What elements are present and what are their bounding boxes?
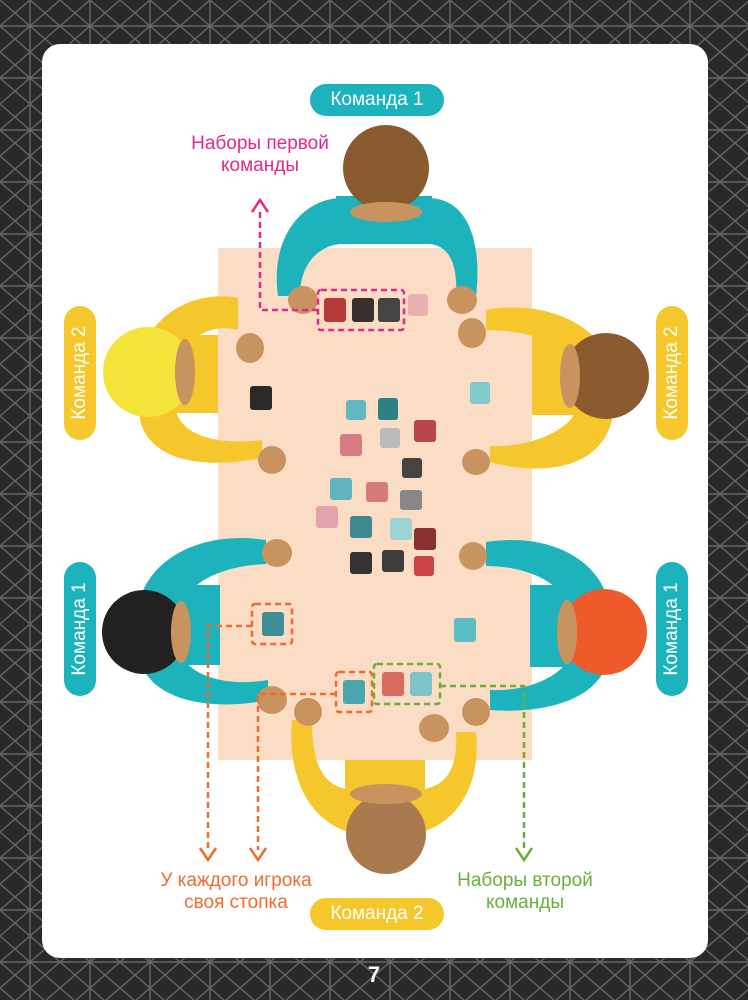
- own-stack-line1: У каждого игрока: [160, 870, 312, 891]
- first-team-sets-line2: команды: [221, 154, 299, 176]
- player-left-upper-team2: [103, 296, 286, 474]
- team1-right-badge: Команда 1: [656, 562, 688, 696]
- second-team-sets-line2: команды: [486, 891, 564, 913]
- player-right-lower-team1: [459, 539, 647, 726]
- team1-top-badge: Команда 1: [310, 84, 444, 116]
- orange-arrowhead-left: [198, 847, 218, 863]
- team2-bottom-label: Команда 2: [330, 903, 424, 924]
- second-team-sets-label: Наборы второй команды: [440, 870, 610, 914]
- own-stack-label: У каждого игрока своя стопка: [138, 870, 334, 914]
- first-team-sets-label: Наборы первой команды: [170, 133, 350, 177]
- team2-right-badge: Команда 2: [656, 306, 688, 440]
- first-team-sets-callout: [258, 210, 406, 332]
- page-number: 7: [367, 962, 381, 987]
- team2-right-label: Команда 2: [661, 326, 682, 420]
- table-cards: [250, 294, 490, 704]
- own-stack-callout: [206, 602, 374, 850]
- own-stack-line2: своя стопка: [184, 891, 288, 913]
- magenta-arrowhead: [250, 197, 270, 213]
- team2-bottom-badge: Команда 2: [310, 898, 444, 930]
- green-arrowhead: [514, 847, 534, 863]
- team1-left-badge: Команда 1: [64, 562, 96, 696]
- team2-left-badge: Команда 2: [64, 306, 96, 440]
- team1-right-label: Команда 1: [661, 582, 682, 676]
- player-right-upper-team2: [458, 307, 649, 475]
- player-top-team1: [276, 125, 478, 314]
- second-team-sets-line1: Наборы второй: [457, 870, 593, 891]
- orange-arrowhead-right: [248, 847, 268, 863]
- player-bottom-team2: [291, 698, 477, 874]
- team2-left-label: Команда 2: [69, 326, 90, 420]
- player-left-lower-team1: [102, 538, 292, 714]
- second-team-sets-callout: [372, 662, 526, 850]
- team1-left-label: Команда 1: [69, 582, 90, 676]
- first-team-sets-line1: Наборы первой: [191, 133, 329, 154]
- team1-top-label: Команда 1: [330, 89, 424, 110]
